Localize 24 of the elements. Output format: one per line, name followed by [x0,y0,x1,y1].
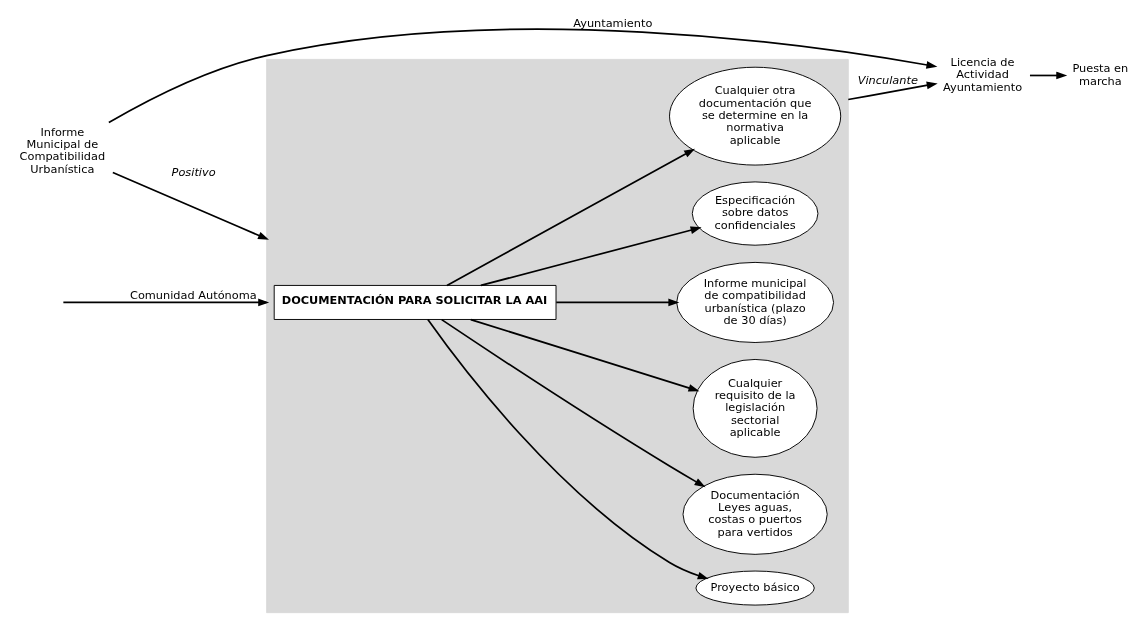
edge-label: Vinculante [857,72,918,87]
node-text: Licencia de Actividad Ayuntamiento [943,55,1023,94]
node-ellipse: Cualquier otra documentación que se determine en la normativa aplicable [669,66,842,166]
node-ellipse: Documentación Leyes aguas, costas o puertos para vertidos [682,473,828,555]
arrow [469,318,700,392]
node-text: Puesta en marcha [1072,61,1129,88]
arrow [555,298,680,307]
arrow [1029,71,1068,80]
edge-label: Ayuntamiento [573,15,653,30]
arrow [446,148,696,287]
node-text: Informe Municipal de Compatibilidad Urbanística [19,124,106,176]
arrow [847,81,938,101]
edge-label: Positivo [171,165,216,180]
node-ellipse: Informe municipal de compatibilidad urbanística (plazo de 30 días) [676,261,835,343]
arrow [62,298,270,307]
arrow [108,28,938,124]
node-ellipse: Cualquier requisito de la legislación sectorial aplicable [692,358,818,458]
arrow [440,318,706,488]
arrow [427,318,709,580]
arrow [480,226,702,287]
arrow [111,171,269,240]
edge-label: Comunidad Autónoma [129,288,257,303]
cluster [266,58,849,614]
node-box: DOCUMENTACIÓN PARA SOLICITAR LA AAI [273,284,557,320]
